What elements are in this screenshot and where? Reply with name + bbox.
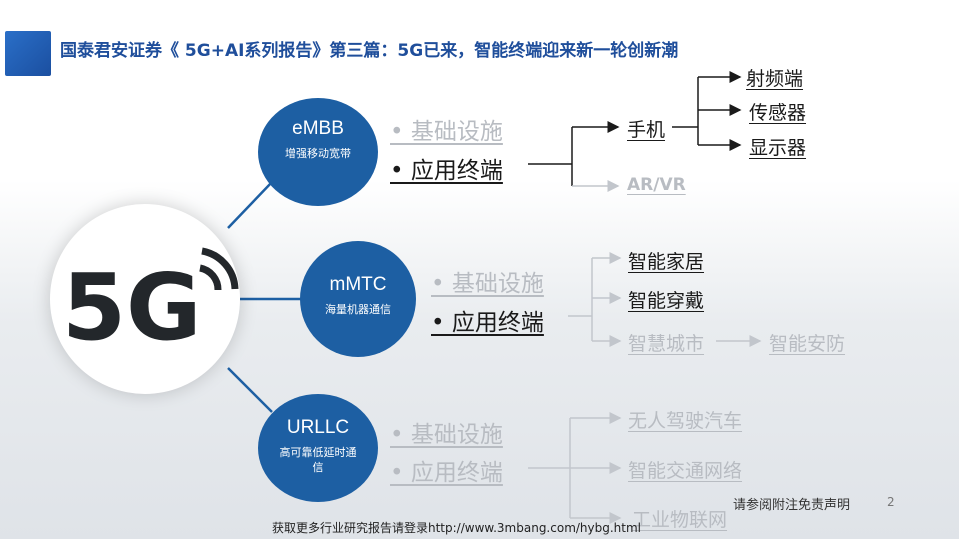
mmtc-bubble: mMTC 海量机器通信: [300, 241, 416, 357]
title-accent-block: [5, 31, 51, 76]
leaf-phone: 手机: [627, 119, 666, 141]
embb-terminal: • 应用终端: [390, 158, 503, 184]
page-number: 2: [887, 495, 895, 509]
urllc-infra: • 基础设施: [390, 422, 503, 448]
mmtc-infra: • 基础设施: [431, 271, 544, 297]
leaf-smart-home: 智能家居: [628, 251, 705, 273]
page-title: 国泰君安证券《 5G+AI系列报告》第三篇：5G已来，智能终端迎来新一轮创新潮: [60, 41, 679, 61]
5g-logo-text: 5G: [62, 254, 202, 361]
urllc-terminal: • 应用终端: [390, 460, 503, 486]
leaf-smart-city: 智慧城市: [628, 333, 705, 355]
urllc-bubble: URLLC 高可靠低延时通信: [258, 394, 378, 502]
leaf-iiot: 工业物联网: [632, 509, 728, 531]
leaf-wearable: 智能穿戴: [628, 290, 705, 312]
leaf-display: 显示器: [749, 137, 807, 159]
embb-infra: • 基础设施: [390, 119, 503, 145]
mmtc-terminal: • 应用终端: [431, 310, 544, 336]
disclaimer-text: 请参阅附注免责声明: [733, 498, 851, 513]
5g-logo-circle: 5G: [50, 204, 240, 394]
leaf-rf: 射频端: [746, 68, 804, 90]
leaf-autonomous-car: 无人驾驶汽车: [628, 410, 743, 432]
leaf-traffic-network: 智能交通网络: [628, 460, 743, 482]
mmtc-name: mMTC: [329, 274, 387, 295]
embb-name: eMBB: [292, 118, 344, 139]
5g-logo-icon: 5G: [62, 247, 239, 361]
watermark-text: 获取更多行业研究报告请登录http://www.3mbang.com/hybg.…: [272, 521, 642, 535]
urllc-name: URLLC: [286, 417, 350, 438]
mmtc-subtitle: 海量机器通信: [325, 303, 391, 316]
urllc-subtitle: 高可靠低延时通信: [279, 446, 357, 474]
leaf-sensor: 传感器: [749, 102, 807, 124]
leaf-arvr: AR/VR: [627, 175, 686, 195]
embb-subtitle: 增强移动宽带: [285, 147, 351, 160]
leaf-smart-security: 智能安防: [769, 333, 846, 355]
embb-bubble: eMBB 增强移动宽带: [258, 98, 378, 206]
